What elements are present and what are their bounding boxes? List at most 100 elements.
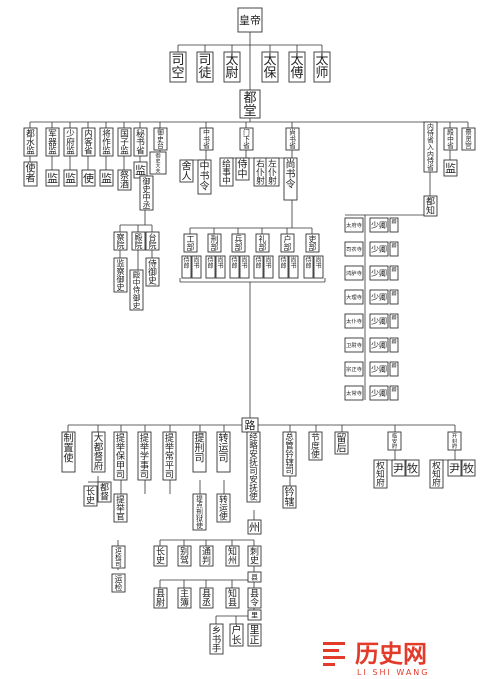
node-box: [369, 313, 389, 329]
node-box: [247, 519, 262, 535]
node-label: 尚书令: [286, 158, 296, 191]
org-nodes: 皇帝司空司徒太尉太保太傅太师都堂都水监军器监少府监内客省将作监国子监秘书省御史台…: [23, 7, 476, 655]
node-shaoqing: 少卿: [369, 289, 389, 305]
node-label: 太仆寺: [346, 317, 363, 325]
node-tijubaojiasi: 提举保甲司: [113, 431, 128, 481]
node-box: [231, 233, 246, 253]
node-label: 里: [251, 611, 258, 619]
node-box: [389, 241, 399, 257]
node-label: 提刑司: [195, 433, 205, 465]
node-zhixian: 知县: [225, 587, 240, 609]
node-box: [229, 255, 240, 279]
node-box: [423, 121, 438, 173]
node-label: 少卿: [371, 317, 387, 326]
node-taiyuan: 台院: [145, 231, 160, 251]
node-label: 吏部: [309, 234, 317, 252]
node-label: 提举官: [116, 494, 125, 522]
node-guozijian: 国子监: [117, 127, 132, 157]
node-box: [461, 459, 476, 477]
node-zhizhou: 知州: [225, 545, 240, 567]
node-shilang: 侍郎: [253, 255, 264, 279]
node-box: [63, 169, 78, 187]
node-label: 钤辖: [285, 486, 295, 509]
node-box: [369, 217, 389, 233]
node-zhuanyunsi2: 运检司: [111, 545, 126, 569]
node-label: 户部: [284, 234, 292, 252]
node-label: 侍中: [238, 159, 248, 181]
node-sheren: 舍人: [179, 160, 194, 183]
node-tijuchangpingsi: 提举常平司: [162, 431, 177, 481]
node-box: [207, 233, 222, 253]
node-label: 总管钤辖司: [285, 432, 294, 476]
node-taifusi: 太府寺: [344, 217, 364, 233]
node-label: 工部: [187, 235, 195, 252]
node-label: 少卿: [371, 365, 387, 374]
node-label: 卿: [391, 290, 396, 297]
node-menxiasheng: 门下省: [239, 127, 254, 151]
node-label: 殿中侍御史: [133, 270, 141, 309]
node-label: 将作监: [102, 128, 111, 156]
node-box: [205, 255, 216, 279]
node-shi: 使: [81, 169, 96, 187]
node-zongguanqianxiasi: 总管钤辖司: [282, 431, 297, 477]
node-label: 监: [65, 172, 76, 185]
node-box: [255, 233, 270, 253]
node-label: 尚书省: [289, 128, 296, 150]
node-box: [461, 127, 476, 151]
node-zuopushe: 左仆射: [265, 157, 280, 187]
node-box: [169, 51, 187, 83]
node-box: [391, 459, 406, 477]
watermark-bg: [315, 630, 500, 679]
node-label: 尚书: [290, 256, 296, 270]
node-box: [215, 255, 226, 279]
node-box: [278, 255, 289, 279]
node-qing: 卿: [389, 241, 399, 257]
node-shaoqing: 少卿: [369, 337, 389, 353]
node-box: [261, 51, 279, 83]
node-label: 监: [47, 172, 58, 185]
node-box: [216, 493, 231, 523]
node-label: 卿: [391, 242, 396, 249]
node-dianzhongshiyushi: 殿中侍御史: [129, 269, 144, 311]
node-box: [181, 255, 192, 279]
node-label: 权知府: [376, 459, 385, 488]
node-zhubu: 主簿: [177, 587, 192, 609]
node-box: [389, 385, 399, 401]
node-shangshusheng: 尚书省: [285, 127, 300, 151]
node-zhizhishi: 制置使: [61, 432, 76, 473]
node-box: [23, 161, 38, 187]
node-box: [219, 157, 234, 187]
node-shangshu: 尚书: [313, 255, 324, 279]
node-box: [111, 573, 126, 593]
node-label: 提点刑狱使: [196, 494, 203, 530]
node-xianling: 县令: [247, 587, 262, 609]
node-box: [237, 7, 263, 33]
node-box: [117, 127, 132, 157]
node-xiancheng: 县丞: [199, 587, 214, 609]
node-box: [344, 217, 364, 233]
node-box: [199, 587, 214, 609]
node-box: [389, 217, 399, 233]
node-box: [131, 231, 146, 251]
node-jingkeguan: 景灵宫: [461, 127, 476, 151]
node-label: 都督: [100, 483, 109, 503]
node-jian3: 监: [99, 169, 114, 187]
node-box: [280, 233, 295, 253]
node-box: [209, 623, 224, 655]
node-box: [113, 431, 128, 481]
node-box: [97, 481, 112, 503]
node-lizheng: 里正: [247, 623, 262, 647]
node-label: 尹: [393, 462, 404, 475]
node-youpushe: 右仆射: [253, 157, 268, 187]
node-box: [199, 545, 214, 567]
node-box: [91, 431, 106, 473]
node-label: 路: [245, 419, 256, 432]
node-box: [192, 431, 207, 473]
node-shaoqing: 少卿: [369, 241, 389, 257]
node-honglusi: 鸿胪寺: [344, 265, 364, 281]
node-xiangshushou: 乡书手: [209, 623, 224, 655]
node-box: [99, 169, 114, 187]
node-shiyushi: 侍御史: [145, 257, 160, 287]
node-qing: 卿: [389, 361, 399, 377]
node-label: 御史大夫: [155, 152, 160, 174]
